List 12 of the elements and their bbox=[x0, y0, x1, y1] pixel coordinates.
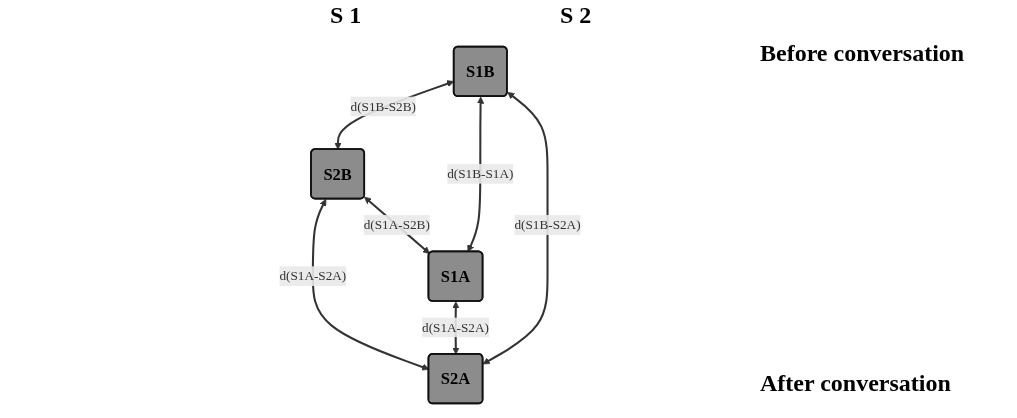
edge-label: d(S1A-S2B) bbox=[363, 217, 430, 232]
column-heading: S 1 bbox=[330, 2, 362, 29]
edge-label: d(S1B-S2B) bbox=[350, 99, 416, 114]
row-heading: After conversation bbox=[760, 370, 951, 397]
edge-label: d(S1A-S2A) bbox=[422, 319, 489, 335]
arrow bbox=[467, 96, 485, 253]
row-heading: Before conversation bbox=[760, 40, 965, 67]
edge-label: d(S1B-S1A) bbox=[447, 166, 514, 181]
edge-label: d(S1A-S2A) bbox=[279, 268, 347, 283]
column-heading: S 2 bbox=[560, 2, 592, 29]
arrow bbox=[482, 91, 549, 365]
edge-label: d(S1B-S2A) bbox=[514, 217, 581, 232]
